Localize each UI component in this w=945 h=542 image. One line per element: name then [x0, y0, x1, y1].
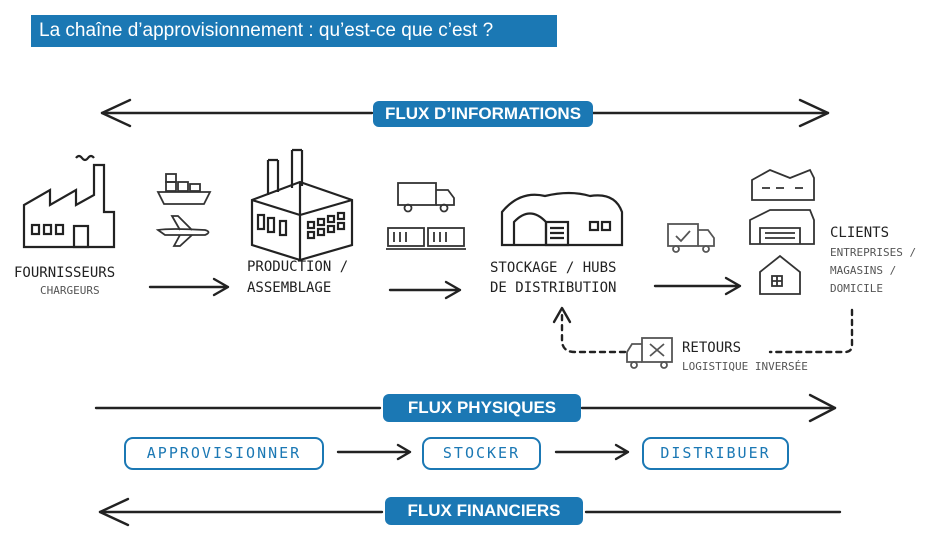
return-van-icon [626, 337, 673, 369]
production-factory-icon [250, 148, 354, 262]
arrow-storage-clients [653, 276, 742, 296]
physical-flow-pill: FLUX PHYSIQUES [383, 394, 581, 422]
ship-icon [156, 173, 212, 205]
step-approvisionner: APPROVISIONNER [124, 437, 324, 470]
step-stocker: STOCKER [422, 437, 541, 470]
clients-sub-2: MAGASINS / [830, 264, 897, 277]
supplier-factory-icon [22, 154, 116, 249]
returns-label: RETOURS [682, 340, 742, 356]
suppliers-sub-label: CHARGEURS [40, 284, 100, 297]
returns-sub-label: LOGISTIQUE INVERSÉE [682, 360, 808, 373]
financial-flow-pill: FLUX FINANCIERS [385, 497, 583, 525]
arrow-suppliers-production [148, 277, 230, 297]
client-buildings-icon [749, 168, 815, 245]
arrow-step-2-3 [554, 443, 630, 461]
truck-icon [397, 182, 455, 213]
plane-icon [155, 215, 210, 247]
arrow-production-storage [388, 280, 462, 300]
returns-loop [560, 308, 854, 354]
house-icon [759, 254, 801, 295]
page-title: La chaîne d’approvisionnement : qu’est-c… [31, 15, 557, 47]
delivery-truck-icon [667, 223, 715, 253]
clients-sub-1: ENTREPRISES / [830, 246, 917, 259]
clients-label: CLIENTS [830, 225, 890, 241]
suppliers-label: FOURNISSEURS [14, 265, 116, 281]
arrow-step-1-2 [336, 443, 412, 461]
production-label-2: ASSEMBLAGE [247, 280, 332, 296]
production-label-1: PRODUCTION / [247, 259, 349, 275]
info-flow-pill: FLUX D’INFORMATIONS [373, 101, 593, 127]
step-distribuer: DISTRIBUER [642, 437, 789, 470]
warehouse-icon [500, 191, 624, 247]
train-icon [386, 227, 466, 250]
clients-sub-3: DOMICILE [830, 282, 883, 295]
storage-label-1: STOCKAGE / HUBS [490, 260, 617, 276]
storage-label-2: DE DISTRIBUTION [490, 280, 617, 296]
